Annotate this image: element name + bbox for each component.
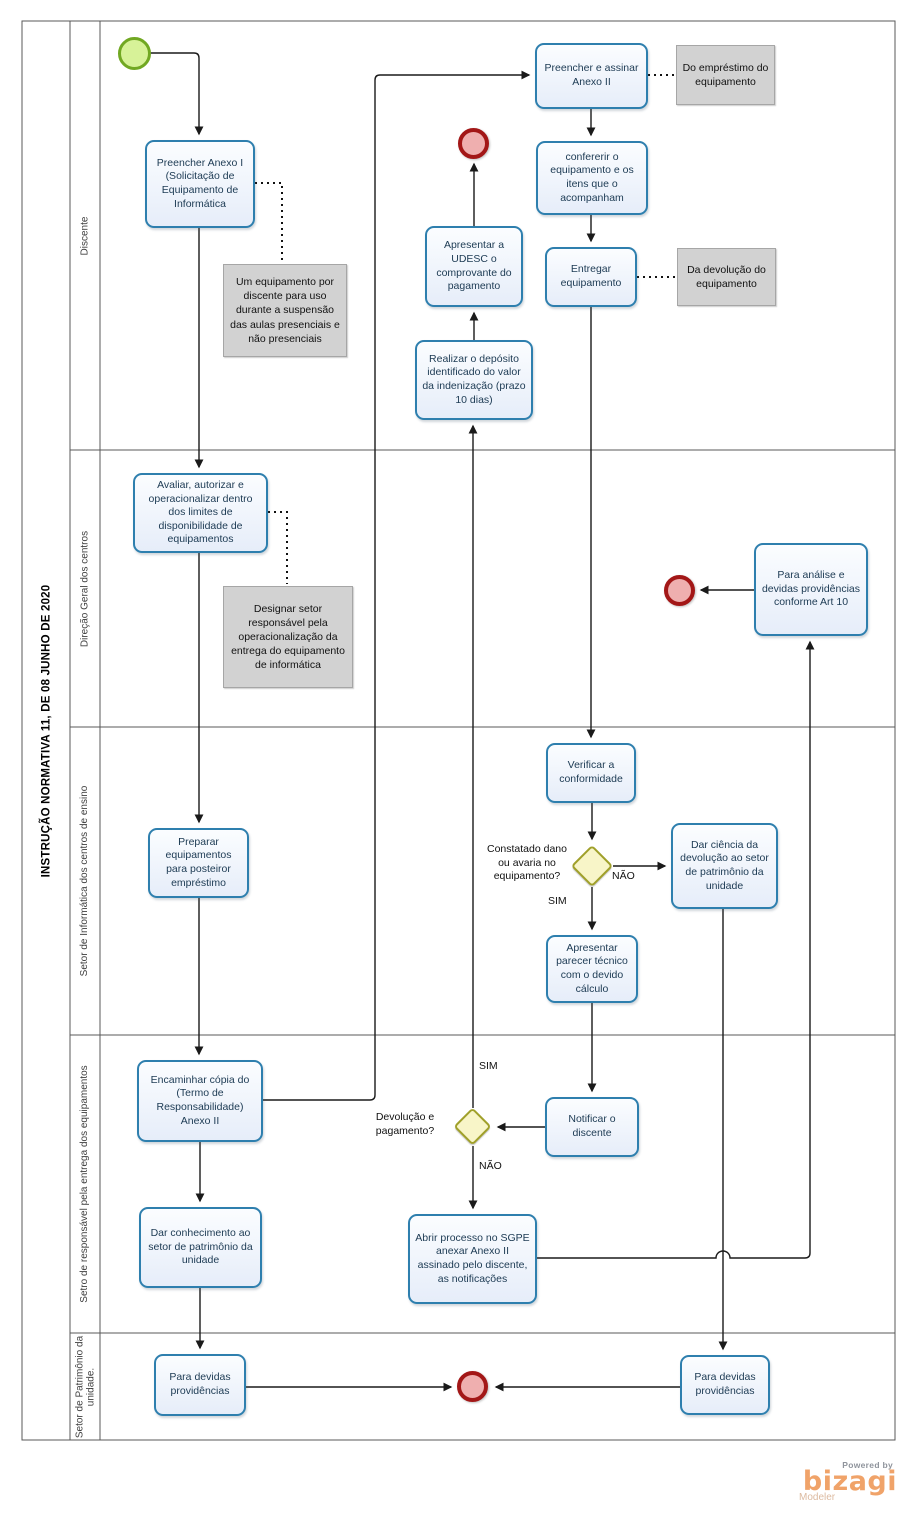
task-label: Dar conhecimento ao setor de patrimônio …	[148, 1227, 253, 1267]
task-conferir-equipamento[interactable]: confererir o equipamento e os itens que …	[536, 141, 648, 215]
pool-grid	[21, 20, 896, 1441]
task-label: Realizar o depósito identificado do valo…	[422, 352, 526, 406]
task-label: Para devidas providências	[694, 1371, 756, 1397]
task-label: Preparar equipamentos para posteiror emp…	[165, 835, 232, 889]
annotation-text: Um equipamento por discente para uso dur…	[230, 276, 340, 345]
bizagi-modeler-text: Modeler	[799, 1492, 836, 1504]
task-label: Para análise e devidas providências conf…	[761, 569, 861, 609]
end-event-analise[interactable]	[664, 575, 695, 606]
task-preencher-anexo1[interactable]: Preencher Anexo I (Solicitação de Equipa…	[145, 140, 255, 228]
start-event[interactable]	[118, 37, 151, 70]
flow-start-to-preencher1	[150, 52, 204, 136]
task-preparar-equipamentos[interactable]: Preparar equipamentos para posteiror emp…	[148, 828, 249, 898]
task-label: Notificar o discente	[568, 1113, 616, 1139]
task-label: Apresentar a UDESC o comprovante do paga…	[436, 239, 512, 293]
bizagi-wordmark: bizagi	[802, 1466, 897, 1497]
lane-label: Direção Geral dos centros	[79, 530, 91, 647]
task-abrir-processo-sgpe[interactable]: Abrir processo no SGPE anexar Anexo II a…	[408, 1214, 537, 1304]
flow-label-nao-2: NÃO	[479, 1160, 502, 1172]
task-label: Apresentar parecer técnico com o devido …	[556, 941, 628, 995]
task-encaminhar-copia[interactable]: Encaminhar cópia do (Termo de Responsabi…	[137, 1060, 263, 1142]
task-preencher-assinar-anexo2[interactable]: Preencher e assinar Anexo II	[535, 43, 648, 109]
powered-by-text: Powered by	[842, 1460, 893, 1470]
task-realizar-deposito[interactable]: Realizar o depósito identificado do valo…	[415, 340, 533, 420]
annotation-emprestimo[interactable]: Do empréstimo do equipamento	[676, 45, 775, 105]
task-label: Dar ciência da devolução ao setor de pat…	[680, 838, 769, 892]
pool-title: INSTRUÇÃO NORMATIVA 11, DE 08 JUNHO DE 2…	[40, 584, 52, 877]
task-avaliar-autorizar[interactable]: Avaliar, autorizar e operacionalizar den…	[133, 473, 268, 553]
lane-direcao: Direção Geral dos centros	[70, 450, 100, 727]
task-label: Preencher Anexo I (Solicitação de Equipa…	[156, 156, 244, 210]
annotation-text: Designar setor responsável pela operacio…	[231, 602, 345, 672]
task-notificar-discente[interactable]: Notificar o discente	[545, 1097, 639, 1157]
lane-informatica: Setor de Informática dos centros de ensi…	[70, 727, 100, 1035]
flow-encaminhar-to-preencher2	[263, 70, 531, 1101]
task-label: Para devidas providências	[169, 1371, 231, 1397]
gateway-question-dano: Constatado dano ou avaria no equipamento…	[487, 843, 567, 883]
task-apresentar-udesc[interactable]: Apresentar a UDESC o comprovante do paga…	[425, 226, 523, 307]
task-para-analise[interactable]: Para análise e devidas providências conf…	[754, 543, 868, 636]
end-event-patrimonio[interactable]	[457, 1371, 488, 1402]
task-para-devidas-providencias-1[interactable]: Para devidas providências	[154, 1354, 246, 1416]
annotation-um-equipamento[interactable]: Um equipamento por discente para uso dur…	[223, 264, 347, 357]
annotation-text: Da devolução do equipamento	[687, 263, 766, 290]
task-para-devidas-providencias-2[interactable]: Para devidas providências	[680, 1355, 770, 1415]
task-label: confererir o equipamento e os itens que …	[550, 150, 634, 204]
task-apresentar-parecer[interactable]: Apresentar parecer técnico com o devido …	[546, 935, 638, 1003]
lane-label: Setor de Patrimônio da unidade.	[73, 1335, 97, 1438]
task-label: Entregar equipamento	[560, 263, 622, 289]
annotation-text: Do empréstimo do equipamento	[682, 61, 769, 88]
gateway-question-devolucao: Devolução e pagamento?	[375, 1111, 435, 1137]
flow-label-nao-1: NÃO	[612, 870, 635, 882]
annotation-devolucao[interactable]: Da devolução do equipamento	[677, 248, 776, 306]
association-preencher1-note	[255, 182, 283, 262]
task-dar-conhecimento[interactable]: Dar conhecimento ao setor de patrimônio …	[139, 1207, 262, 1288]
lane-discente: Discente	[70, 21, 100, 450]
pool-border	[21, 20, 896, 1441]
lane-responsavel: Setro de responsável pela entrega dos eq…	[70, 1035, 100, 1333]
task-dar-ciencia[interactable]: Dar ciência da devolução ao setor de pat…	[671, 823, 778, 909]
task-entregar-equipamento[interactable]: Entregar equipamento	[545, 247, 637, 307]
flow-abrir-to-paraanalise	[537, 640, 815, 1259]
bizagi-logo: Powered by bizagi Modeler	[787, 1460, 897, 1503]
lane-label: Setro de responsável pela entrega dos eq…	[79, 1065, 91, 1303]
task-label: Verificar a conformidade	[559, 759, 623, 785]
lane-label: Setor de Informática dos centros de ensi…	[79, 785, 91, 977]
flow-label-sim-1: SIM	[548, 895, 567, 907]
annotation-designar-setor[interactable]: Designar setor responsável pela operacio…	[223, 586, 353, 688]
lane-patrimonio: Setor de Patrimônio da unidade.	[70, 1333, 100, 1440]
task-verificar-conformidade[interactable]: Verificar a conformidade	[546, 743, 636, 803]
flow-label-sim-2: SIM	[479, 1060, 498, 1072]
end-event-pagamento[interactable]	[458, 128, 489, 159]
task-label: Encaminhar cópia do (Termo de Responsabi…	[150, 1073, 250, 1127]
task-label: Avaliar, autorizar e operacionalizar den…	[148, 478, 253, 546]
lane-label: Discente	[79, 216, 91, 255]
task-label: Preencher e assinar Anexo II	[544, 62, 639, 88]
task-label: Abrir processo no SGPE anexar Anexo II a…	[415, 1231, 530, 1285]
association-avaliar-note	[268, 511, 288, 584]
